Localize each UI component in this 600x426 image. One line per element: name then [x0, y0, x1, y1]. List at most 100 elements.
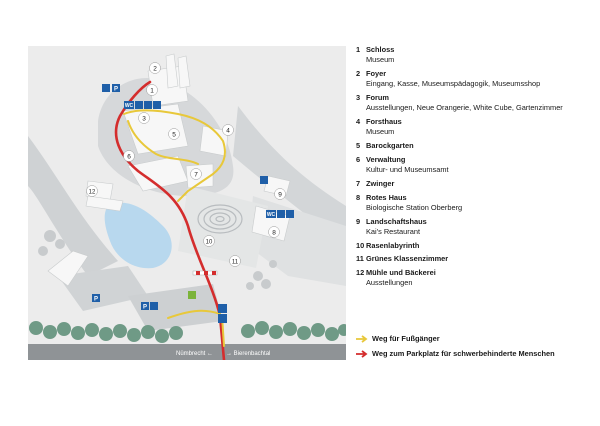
parking-lot-east: [128, 284, 223, 331]
legend-desc: Museum: [366, 55, 395, 65]
legend-name: Verwaltung: [366, 154, 406, 164]
marker-4-label: 4: [226, 128, 230, 135]
marker-9-label: 9: [278, 192, 282, 199]
marker-5-label: 5: [172, 132, 176, 139]
legend-name: Rasenlabyrinth: [366, 240, 420, 250]
labyrinth: [197, 204, 243, 234]
legend-name: Foyer: [366, 69, 387, 78]
footpath-label: Weg für Fußgänger: [372, 334, 440, 343]
car-icon: [150, 302, 158, 310]
site-map: 1 2 3 4 5 6 7 8 9 10 11 12 P WC WC P P: [28, 46, 346, 360]
marker-12-label: 12: [89, 190, 96, 196]
legend-name: Grünes Klassenzimmer: [366, 254, 449, 264]
legend-entry-2: 2 Foyer Eingang, Kasse, Museumspädagogik,…: [356, 69, 596, 89]
legend-route-accessible: Weg zum Parkplatz für schwerbehinderte M…: [356, 349, 555, 359]
wc-icon-2: [266, 210, 276, 218]
legend-name: Landschaftshaus: [366, 216, 427, 226]
parking-east-icon: [141, 302, 149, 310]
legend-num: 2: [356, 69, 361, 78]
trees-grey: [38, 230, 277, 290]
legend-entry-6: 6 Verwaltung Kultur- und Museumsamt: [356, 155, 596, 175]
legend-num: 1: [356, 45, 361, 54]
road-label-east: → Bierenbachtal: [226, 351, 271, 357]
wheelchair-icon: [102, 84, 110, 92]
accessible-wc-icon-2: [286, 210, 294, 218]
legend-name: Zwinger: [366, 178, 395, 188]
legend-num: 4: [356, 117, 361, 126]
legend-name: Forsthaus: [366, 117, 402, 126]
marker-10[interactable]: 10: [203, 235, 215, 247]
marker-11[interactable]: 11: [229, 255, 241, 267]
main-road: [28, 344, 346, 360]
sign-group-foyer: P WC: [102, 84, 161, 109]
baby-change-icon: [144, 101, 152, 109]
marker-11-label: 11: [232, 260, 239, 266]
recycling-icon: [188, 291, 196, 299]
legend-desc: Biologische Station Oberberg: [366, 202, 463, 212]
legend-desc: Ausstellungen, Neue Orangerie, White Cub…: [366, 103, 563, 113]
marker-4[interactable]: 4: [222, 124, 234, 136]
legend-desc: Eingang, Kasse, Museumspädagogik, Museum…: [366, 79, 541, 89]
wheelchair-parking-icon: [218, 314, 227, 323]
bus-stop-icon: [218, 304, 227, 313]
legend-num: 7: [356, 178, 361, 188]
legend-route-footpath: Weg für Fußgänger: [356, 334, 440, 344]
accessible-wc-icon: [153, 101, 161, 109]
terrain-slope-east: [233, 106, 346, 246]
sign-group-labyrinth: WC: [260, 176, 294, 218]
marker-1[interactable]: 1: [146, 84, 158, 96]
marker-8[interactable]: 8: [268, 226, 280, 238]
parking-west-icon: [92, 294, 100, 302]
legend-num: 12: [356, 268, 365, 278]
restaurant-icon: [260, 176, 268, 184]
marker-8-label: 8: [272, 230, 276, 237]
legend-desc: Ausstellungen: [366, 278, 413, 288]
parking-icon: [112, 84, 120, 92]
marker-9[interactable]: 9: [274, 188, 286, 200]
legend-num: 3: [356, 93, 361, 102]
legend-name: Forum: [366, 93, 389, 102]
barrier: [192, 270, 218, 276]
legend-desc: Museum: [366, 127, 395, 137]
legend-num: 8: [356, 192, 361, 202]
marker-12[interactable]: 12: [86, 185, 98, 197]
parking-west-icon-label: P: [94, 297, 98, 303]
restroom-icon-2: [277, 210, 285, 218]
road-label-west: Nümbrecht ←: [176, 351, 214, 357]
legend-entry-4: 4 Forsthaus Museum: [356, 117, 596, 137]
legend-name: Mühle und Bäckerei: [366, 268, 436, 278]
marker-10-label: 10: [206, 240, 213, 246]
marker-7[interactable]: 7: [190, 168, 202, 180]
legend-name: Barockgarten: [366, 141, 414, 150]
legend-num: 5: [356, 141, 361, 150]
marker-3-label: 3: [142, 116, 146, 123]
legend-entry-5: 5 Barockgarten: [356, 141, 596, 151]
wc-icon-2-label: WC: [267, 212, 276, 218]
legend-desc: Kultur- und Museumsamt: [366, 165, 449, 174]
wc-icon: [124, 101, 134, 109]
legend-num: 9: [356, 216, 361, 226]
sign-group-parking: P P: [92, 291, 227, 323]
accessible-route-label: Weg zum Parkplatz für schwerbehinderte M…: [372, 349, 555, 358]
legend-num: 10: [356, 240, 365, 250]
footpath-lines: [123, 109, 226, 347]
restroom-icon: [135, 101, 143, 109]
parking-icon-label: P: [114, 87, 118, 93]
marker-5[interactable]: 5: [168, 128, 180, 140]
legend-num: 6: [356, 154, 361, 164]
marker-1-label: 1: [150, 88, 154, 95]
tree-row: [29, 321, 346, 343]
marker-6[interactable]: 6: [123, 150, 135, 162]
marker-6-label: 6: [127, 154, 131, 161]
pond: [104, 202, 172, 269]
marker-3[interactable]: 3: [138, 112, 150, 124]
marker-2[interactable]: 2: [149, 62, 161, 74]
parking-east-icon-label: P: [143, 305, 147, 311]
